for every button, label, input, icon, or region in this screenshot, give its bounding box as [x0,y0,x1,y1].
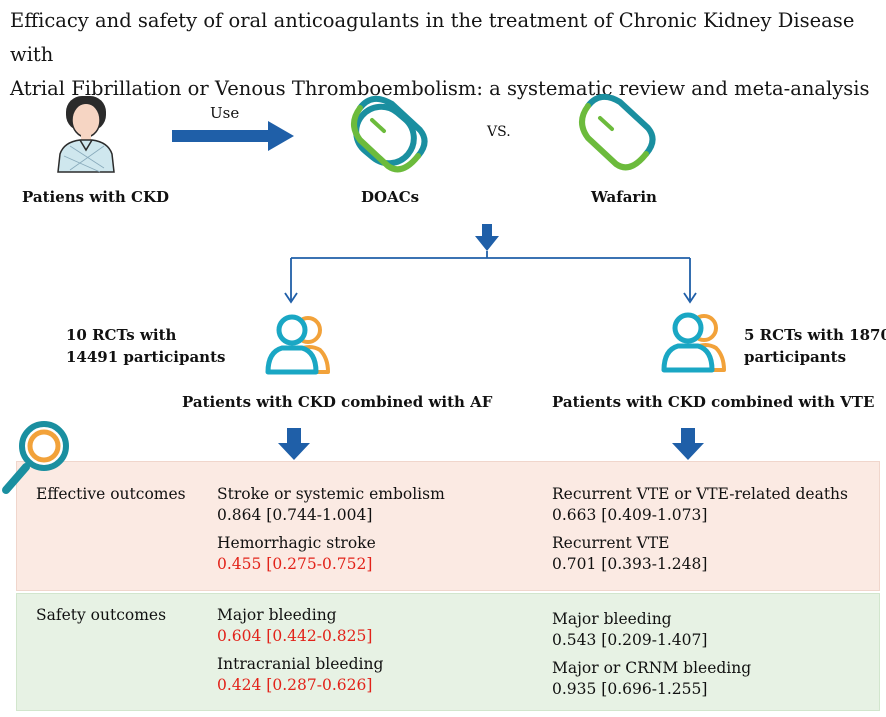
af-effective-outcome-1-value: 0.864 [0.744-1.004] [217,506,373,524]
use-arrow [172,121,294,151]
title-line-1: Efficacy and safety of oral anticoagulan… [10,9,855,66]
af-rcts-line-1: 10 RCTs with [66,326,177,344]
vs-label: VS. [487,124,511,140]
af-safety-outcome-2-name: Intracranial bleeding [217,655,384,673]
warfarin-pill-detail [579,93,656,171]
right-connector-arrowhead [683,292,697,304]
vte-group-label: Patients with CKD combined with VTE [552,393,875,411]
diagram-title: Efficacy and safety of oral anticoagulan… [10,4,880,106]
patient-icon [57,96,115,173]
warfarin-label: Wafarin [591,188,657,206]
patient-label: Patiens with CKD [22,188,169,206]
vte-rcts-text: 5 RCTs with 1870 participants [744,324,886,368]
doacs-pill-detail [351,95,428,173]
af-effective-outcome-2-value: 0.455 [0.275-0.752] [217,555,373,573]
effective-outcomes-box [16,461,880,591]
magnifier-icon [2,421,69,494]
vte-safety-outcome-2-name: Major or CRNM bleeding [552,659,752,677]
vte-people-icon [661,312,726,373]
vte-down-arrow [672,428,704,460]
vte-effective-outcome-1-value: 0.663 [0.409-1.073] [552,506,708,524]
vte-rcts-line-2: participants [744,348,847,366]
vte-effective-outcome-2-name: Recurrent VTE [552,534,670,552]
af-safety-outcome-1-value: 0.604 [0.442-0.825] [217,627,373,645]
effective-outcomes-label: Effective outcomes [36,485,186,503]
split-connector [290,251,691,300]
vte-safety-outcome-1-name: Major bleeding [552,610,672,628]
af-down-arrow [278,428,310,460]
af-safety-outcome-1-name: Major bleeding [217,606,337,624]
vte-safety-outcome-2-value: 0.935 [0.696-1.255] [552,680,708,698]
safety-outcomes-label: Safety outcomes [36,606,167,624]
af-rcts-text: 10 RCTs with 14491 participants [66,324,225,368]
af-effective-outcome-1-name: Stroke or systemic embolism [217,485,445,503]
center-down-arrow [475,224,499,251]
vte-effective-outcome-2-value: 0.701 [0.393-1.248] [552,555,708,573]
af-effective-outcome-2-name: Hemorrhagic stroke [217,534,376,552]
safety-outcomes-box [16,593,880,711]
vte-effective-outcome-1-name: Recurrent VTE or VTE-related deaths [552,485,848,503]
vte-rcts-line-1: 5 RCTs with 1870 [744,326,886,344]
af-rcts-line-2: 14491 participants [66,348,226,366]
doacs-label: DOACs [361,188,420,206]
vte-safety-outcome-1-value: 0.543 [0.209-1.407] [552,631,708,649]
title-line-2: Atrial Fibrillation or Venous Thromboemb… [10,77,870,100]
left-connector-arrowhead [284,292,298,304]
use-label: Use [210,104,240,122]
af-people-icon [265,314,330,375]
af-group-label: Patients with CKD combined with AF [182,393,493,411]
af-safety-outcome-2-value: 0.424 [0.287-0.626] [217,676,373,694]
